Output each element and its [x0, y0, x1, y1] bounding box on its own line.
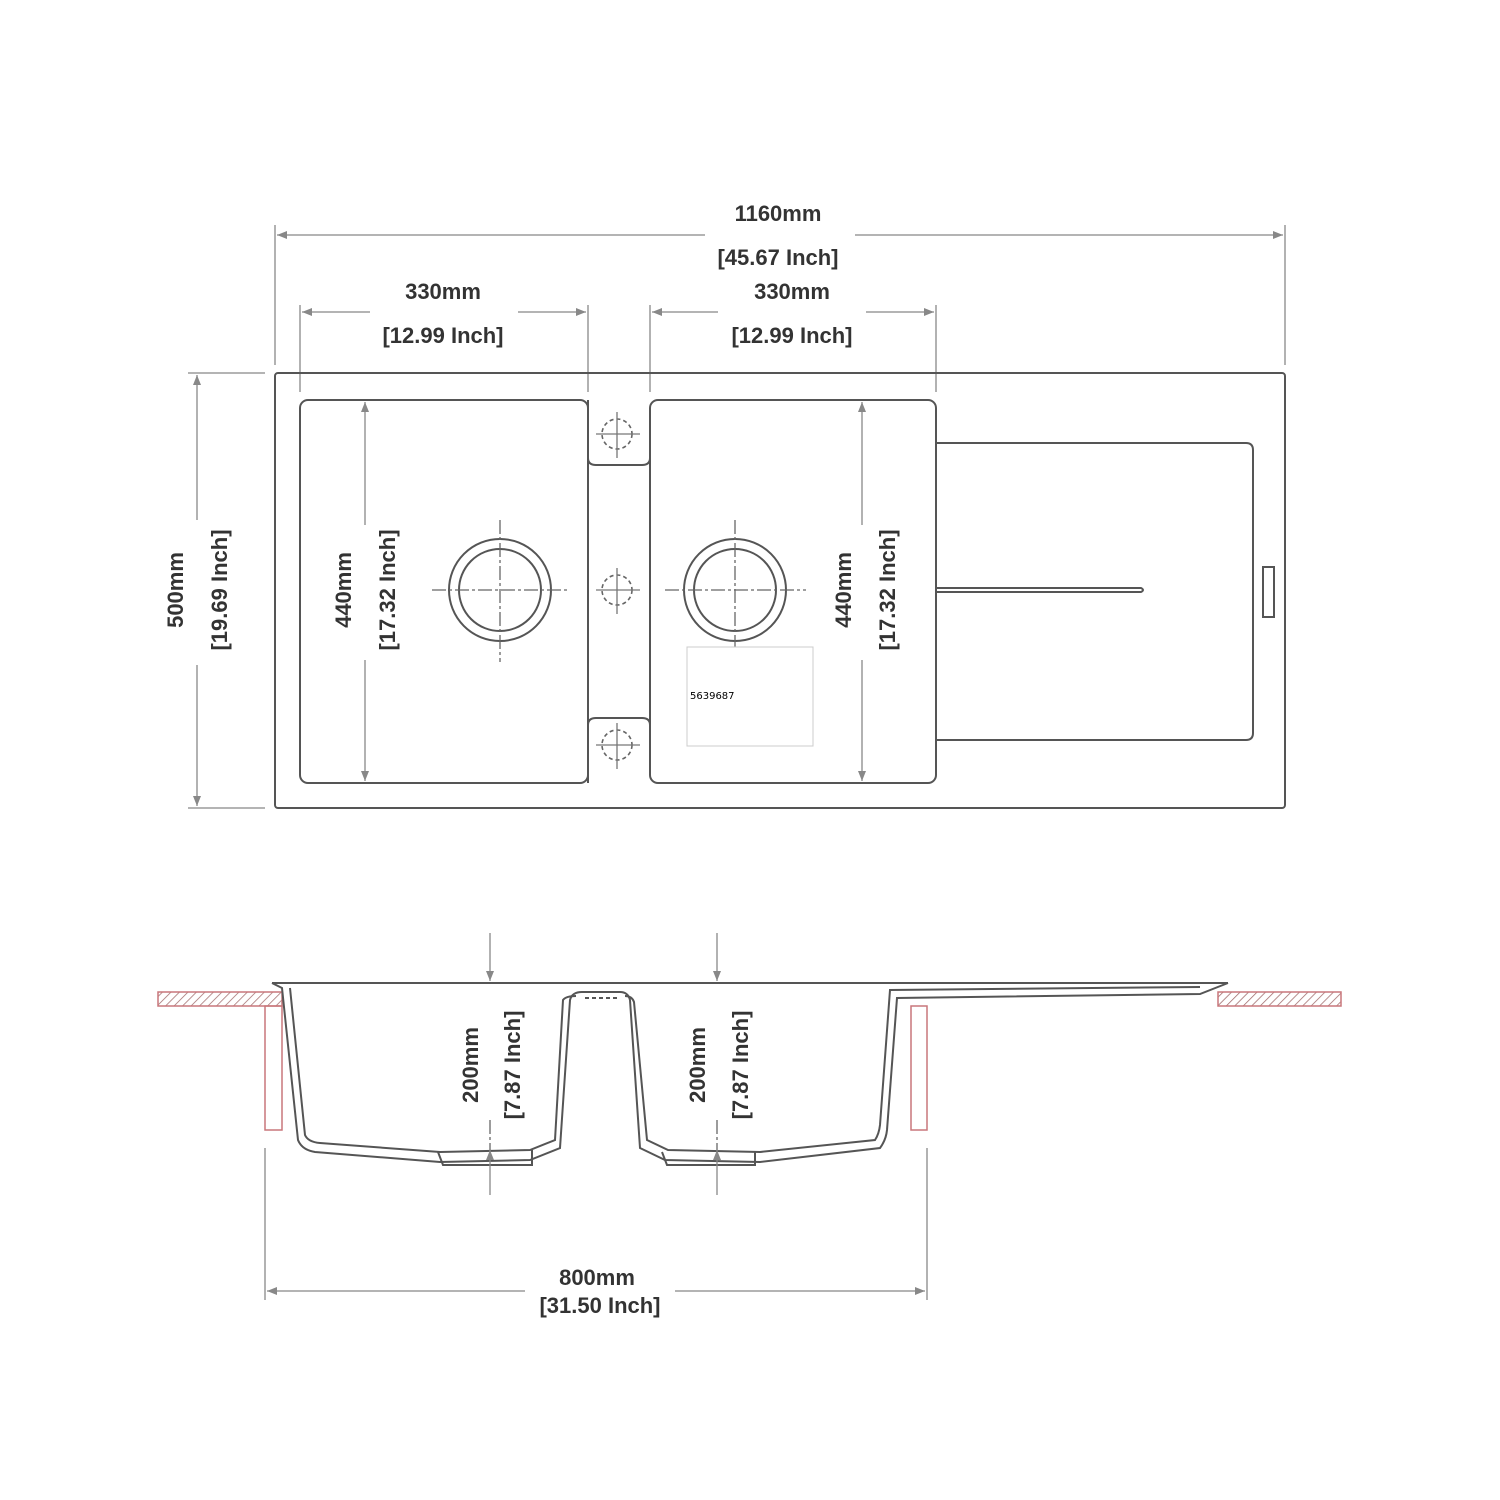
sink-profile-inner	[289, 986, 1201, 1154]
countertop-left	[157, 991, 283, 1007]
left-bowl-width-inch: [12.99 Inch]	[382, 323, 503, 348]
tap-hole-middle	[596, 568, 640, 614]
section-view: 200mm [7.87 Inch] 200mm [7.87 Inch] 800m…	[157, 933, 1342, 1318]
cabinet-width-inch: [31.50 Inch]	[539, 1293, 660, 1318]
right-depth-inch: [7.87 Inch]	[728, 1011, 753, 1120]
overall-width-mm: 1160mm	[735, 201, 822, 226]
left-bowl-length-mm: 440mm	[331, 552, 356, 628]
countertop-right	[1217, 991, 1342, 1007]
sink-profile-outer	[271, 982, 1229, 1164]
divider-bottom-tab	[587, 717, 651, 783]
right-bowl-width-inch: [12.99 Inch]	[731, 323, 852, 348]
overall-width-dimension: 1160mm [45.67 Inch]	[274, 201, 1286, 365]
left-bowl-width-mm: 330mm	[405, 279, 481, 304]
overall-depth-inch: [19.69 Inch]	[207, 529, 232, 650]
left-bowl-length-dimension: 440mm [17.32 Inch]	[331, 402, 400, 781]
left-depth-inch: [7.87 Inch]	[500, 1011, 525, 1120]
label-id: 5639687	[690, 691, 735, 702]
left-drain	[432, 520, 570, 662]
cabinet-width-mm: 800mm	[559, 1265, 635, 1290]
right-bowl-length-inch: [17.32 Inch]	[875, 529, 900, 650]
divider-top-tab	[587, 400, 651, 466]
right-waste-outlet	[661, 1151, 756, 1166]
drainer	[936, 442, 1254, 741]
tap-hole-bottom	[596, 723, 640, 769]
overflow-slot	[1262, 566, 1275, 618]
left-depth-mm: 200mm	[458, 1027, 483, 1103]
right-bowl-width-mm: 330mm	[754, 279, 830, 304]
right-drain	[665, 520, 806, 662]
top-view: 1160mm [45.67 Inch] 330mm [12.99 Inch] 3…	[163, 201, 1286, 809]
sink-outline	[274, 372, 1286, 809]
cabinet-wall-right	[910, 1005, 928, 1131]
left-waste-outlet	[437, 1150, 533, 1166]
overall-width-inch: [45.67 Inch]	[717, 245, 838, 270]
cabinet-width-dimension: 800mm [31.50 Inch]	[264, 1148, 928, 1318]
right-depth-dimension: 200mm [7.87 Inch]	[685, 933, 753, 1195]
right-bowl-length-dimension: 440mm [17.32 Inch]	[831, 402, 900, 781]
left-bowl-width-dimension: 330mm [12.99 Inch]	[299, 279, 589, 392]
right-bowl-width-dimension: 330mm [12.99 Inch]	[649, 279, 937, 392]
cabinet-wall-left	[264, 1005, 283, 1131]
label-box	[686, 646, 814, 747]
right-depth-mm: 200mm	[685, 1027, 710, 1103]
right-bowl-length-mm: 440mm	[831, 552, 856, 628]
overall-depth-dimension: 500mm [19.69 Inch]	[163, 372, 265, 809]
left-bowl-length-inch: [17.32 Inch]	[375, 529, 400, 650]
left-depth-dimension: 200mm [7.87 Inch]	[458, 933, 525, 1195]
tap-hole-top	[596, 412, 640, 458]
left-bowl	[299, 399, 589, 784]
drainer-groove	[936, 587, 1144, 593]
overall-depth-mm: 500mm	[163, 552, 188, 628]
